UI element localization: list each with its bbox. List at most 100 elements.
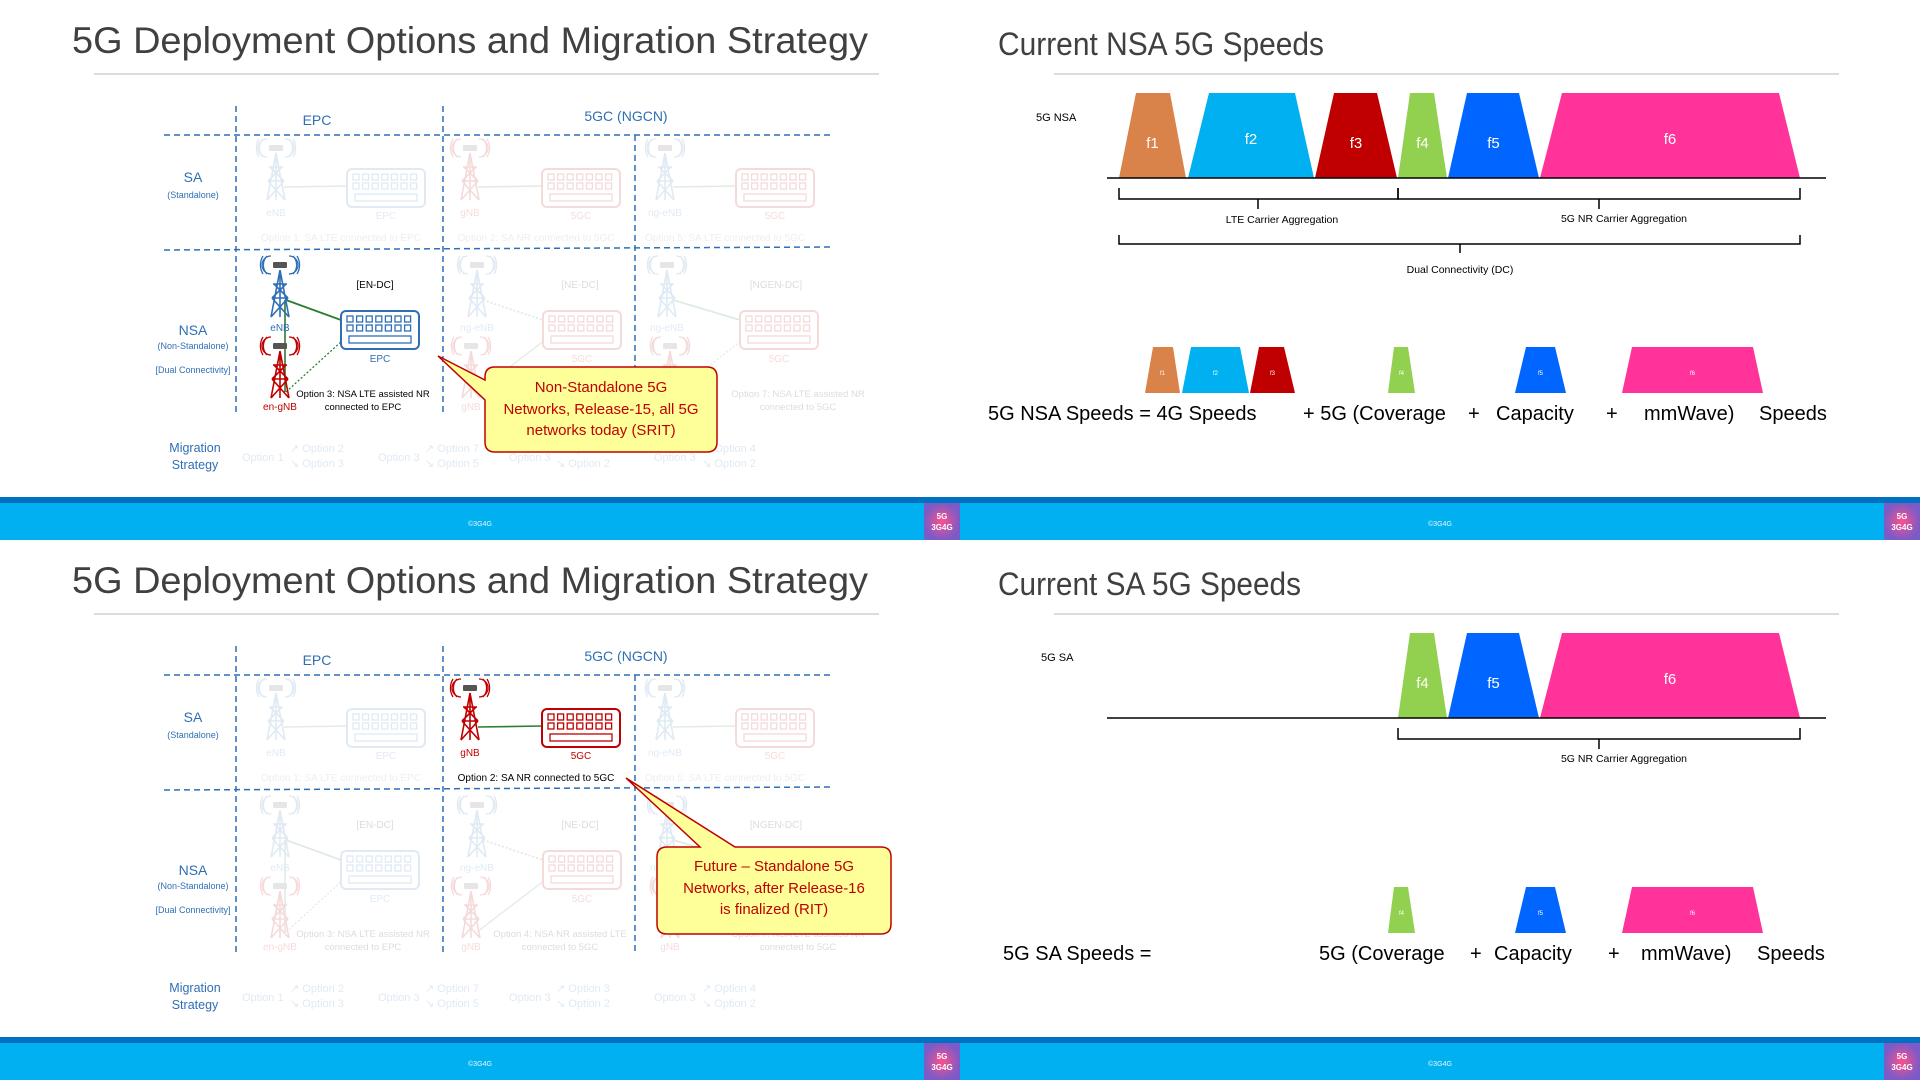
logo-3g4g: 3G4G xyxy=(1891,523,1912,532)
ran-label: ng-eNB xyxy=(460,863,494,874)
slide-deployment-options-sa: 5G Deployment Options and Migration Stra… xyxy=(0,540,960,1080)
ran-label: ng-eNB xyxy=(648,748,682,759)
option-caption: Option 2: SA NR connected to 5GC xyxy=(458,773,615,784)
copyright-text: ©3G4G xyxy=(468,1060,492,1068)
core-network-icon xyxy=(542,850,622,890)
option-caption: Option 3: NSA LTE assisted NR xyxy=(296,929,430,940)
grid-line xyxy=(163,246,833,251)
row-label-migration: Migration xyxy=(169,441,220,455)
migration-path: Option 3↗ Option 4↘ Option 2 xyxy=(654,443,756,470)
ran-tower-icon xyxy=(646,255,688,318)
carrier-f2-small xyxy=(1182,347,1249,393)
row-sublabel-nsa: (Non-Standalone) xyxy=(157,881,228,891)
dual-connectivity-label: [NE-DC] xyxy=(561,280,598,291)
migration-to: ↗ Option 2 xyxy=(290,443,344,455)
carrier-f1 xyxy=(1119,93,1186,178)
carrier-label: f4 xyxy=(1416,135,1429,152)
row-label-migration: Strategy xyxy=(172,458,219,472)
core-network-icon xyxy=(541,168,621,208)
row-sublabel-dc: [Dual Connectivity] xyxy=(155,905,230,915)
carrier-label-small: f5 xyxy=(1538,371,1544,377)
copyright-text: ©3G4G xyxy=(1428,520,1452,528)
core-label: EPC xyxy=(370,354,391,365)
migration-to: ↘ Option 2 xyxy=(702,998,756,1010)
migration-from: Option 3 xyxy=(509,992,551,1004)
option-caption: connected to EPC xyxy=(325,402,402,413)
carrier-f5-small xyxy=(1515,887,1566,933)
footer-stripe xyxy=(0,497,960,503)
migration-from: Option 3 xyxy=(654,992,696,1004)
ran-tower-icon xyxy=(449,678,491,741)
callout-text: Networks, Release-15, all 5G xyxy=(503,401,698,418)
carrier-label-small: f4 xyxy=(1399,911,1405,917)
carrier-label-small: f1 xyxy=(1160,371,1166,377)
ran-tower-icon xyxy=(259,255,301,318)
column-header-epc: EPC xyxy=(303,112,332,128)
migration-to: ↗ Option 7 xyxy=(425,983,479,995)
footer-bar xyxy=(0,1043,960,1080)
ran-label: gNB xyxy=(460,208,480,219)
brace-label: 5G NR Carrier Aggregation xyxy=(1561,213,1687,225)
core-label: 5GC xyxy=(765,211,786,222)
formula-term: + xyxy=(1468,403,1480,425)
migration-from: Option 1 xyxy=(242,452,284,464)
callout-text: Future – Standalone 5G xyxy=(694,858,854,875)
carrier-f4 xyxy=(1398,633,1447,718)
ran-tower-icon xyxy=(255,678,297,741)
slide-title: Current SA 5G Speeds xyxy=(998,566,1301,602)
footer-bar xyxy=(960,1043,1920,1080)
carrier-label: f6 xyxy=(1664,671,1677,688)
carrier-f6-small xyxy=(1622,887,1763,933)
carrier-f3-small xyxy=(1250,347,1295,393)
core-network-icon xyxy=(346,708,426,748)
core-network-icon xyxy=(735,708,815,748)
row-sublabel-dc: [Dual Connectivity] xyxy=(155,365,230,375)
formula-term: + 5G (Coverage xyxy=(1303,403,1446,425)
brace-label: 5G NR Carrier Aggregation xyxy=(1561,753,1687,765)
brace-label: Dual Connectivity (DC) xyxy=(1407,264,1514,276)
option-caption: Option 2: SA NR connected to 5GC xyxy=(458,233,615,244)
migration-to: ↘ Option 5 xyxy=(425,458,479,470)
brace-label: LTE Carrier Aggregation xyxy=(1226,214,1339,226)
option-caption: Option 4: NSA NR assisted LTE xyxy=(493,929,626,940)
footer-bar xyxy=(960,503,1920,540)
ran-label: gNB xyxy=(660,942,680,953)
formula-term: + xyxy=(1470,943,1482,965)
ran-tower-icon xyxy=(259,876,301,939)
row-label-migration: Migration xyxy=(169,981,220,995)
carrier-f5-small xyxy=(1515,347,1566,393)
formula-term: 5G SA Speeds = xyxy=(1003,943,1151,965)
migration-to: ↗ Option 2 xyxy=(290,983,344,995)
carrier-f3 xyxy=(1315,93,1397,178)
carrier-label-small: f6 xyxy=(1690,911,1696,917)
carrier-label-small: f4 xyxy=(1399,371,1405,377)
ran-label: ng-eNB xyxy=(460,323,494,334)
nr-aggregation-brace xyxy=(1397,188,1801,209)
migration-from: Option 3 xyxy=(378,452,420,464)
migration-to: ↘ Option 2 xyxy=(556,458,610,470)
row-sublabel-nsa: (Non-Standalone) xyxy=(157,341,228,351)
dual-connectivity-label: [NGEN-DC] xyxy=(750,280,802,291)
option-caption: connected to 5GC xyxy=(760,942,837,953)
migration-path: Option 3↗ Option 7↘ Option 5 xyxy=(378,983,479,1010)
option-caption: connected to 5GC xyxy=(522,942,599,953)
logo-3g4g: 3G4G xyxy=(1891,1063,1912,1072)
core-network-icon xyxy=(340,310,420,350)
ran-tower-icon xyxy=(449,138,491,201)
ran-label: eNB xyxy=(270,863,290,874)
formula-term: Speeds xyxy=(1757,943,1825,965)
formula-term: mmWave) xyxy=(1644,403,1734,425)
row-label-migration: Strategy xyxy=(172,998,219,1012)
carrier-f4-small xyxy=(1388,887,1415,933)
footer-stripe xyxy=(960,1037,1920,1043)
